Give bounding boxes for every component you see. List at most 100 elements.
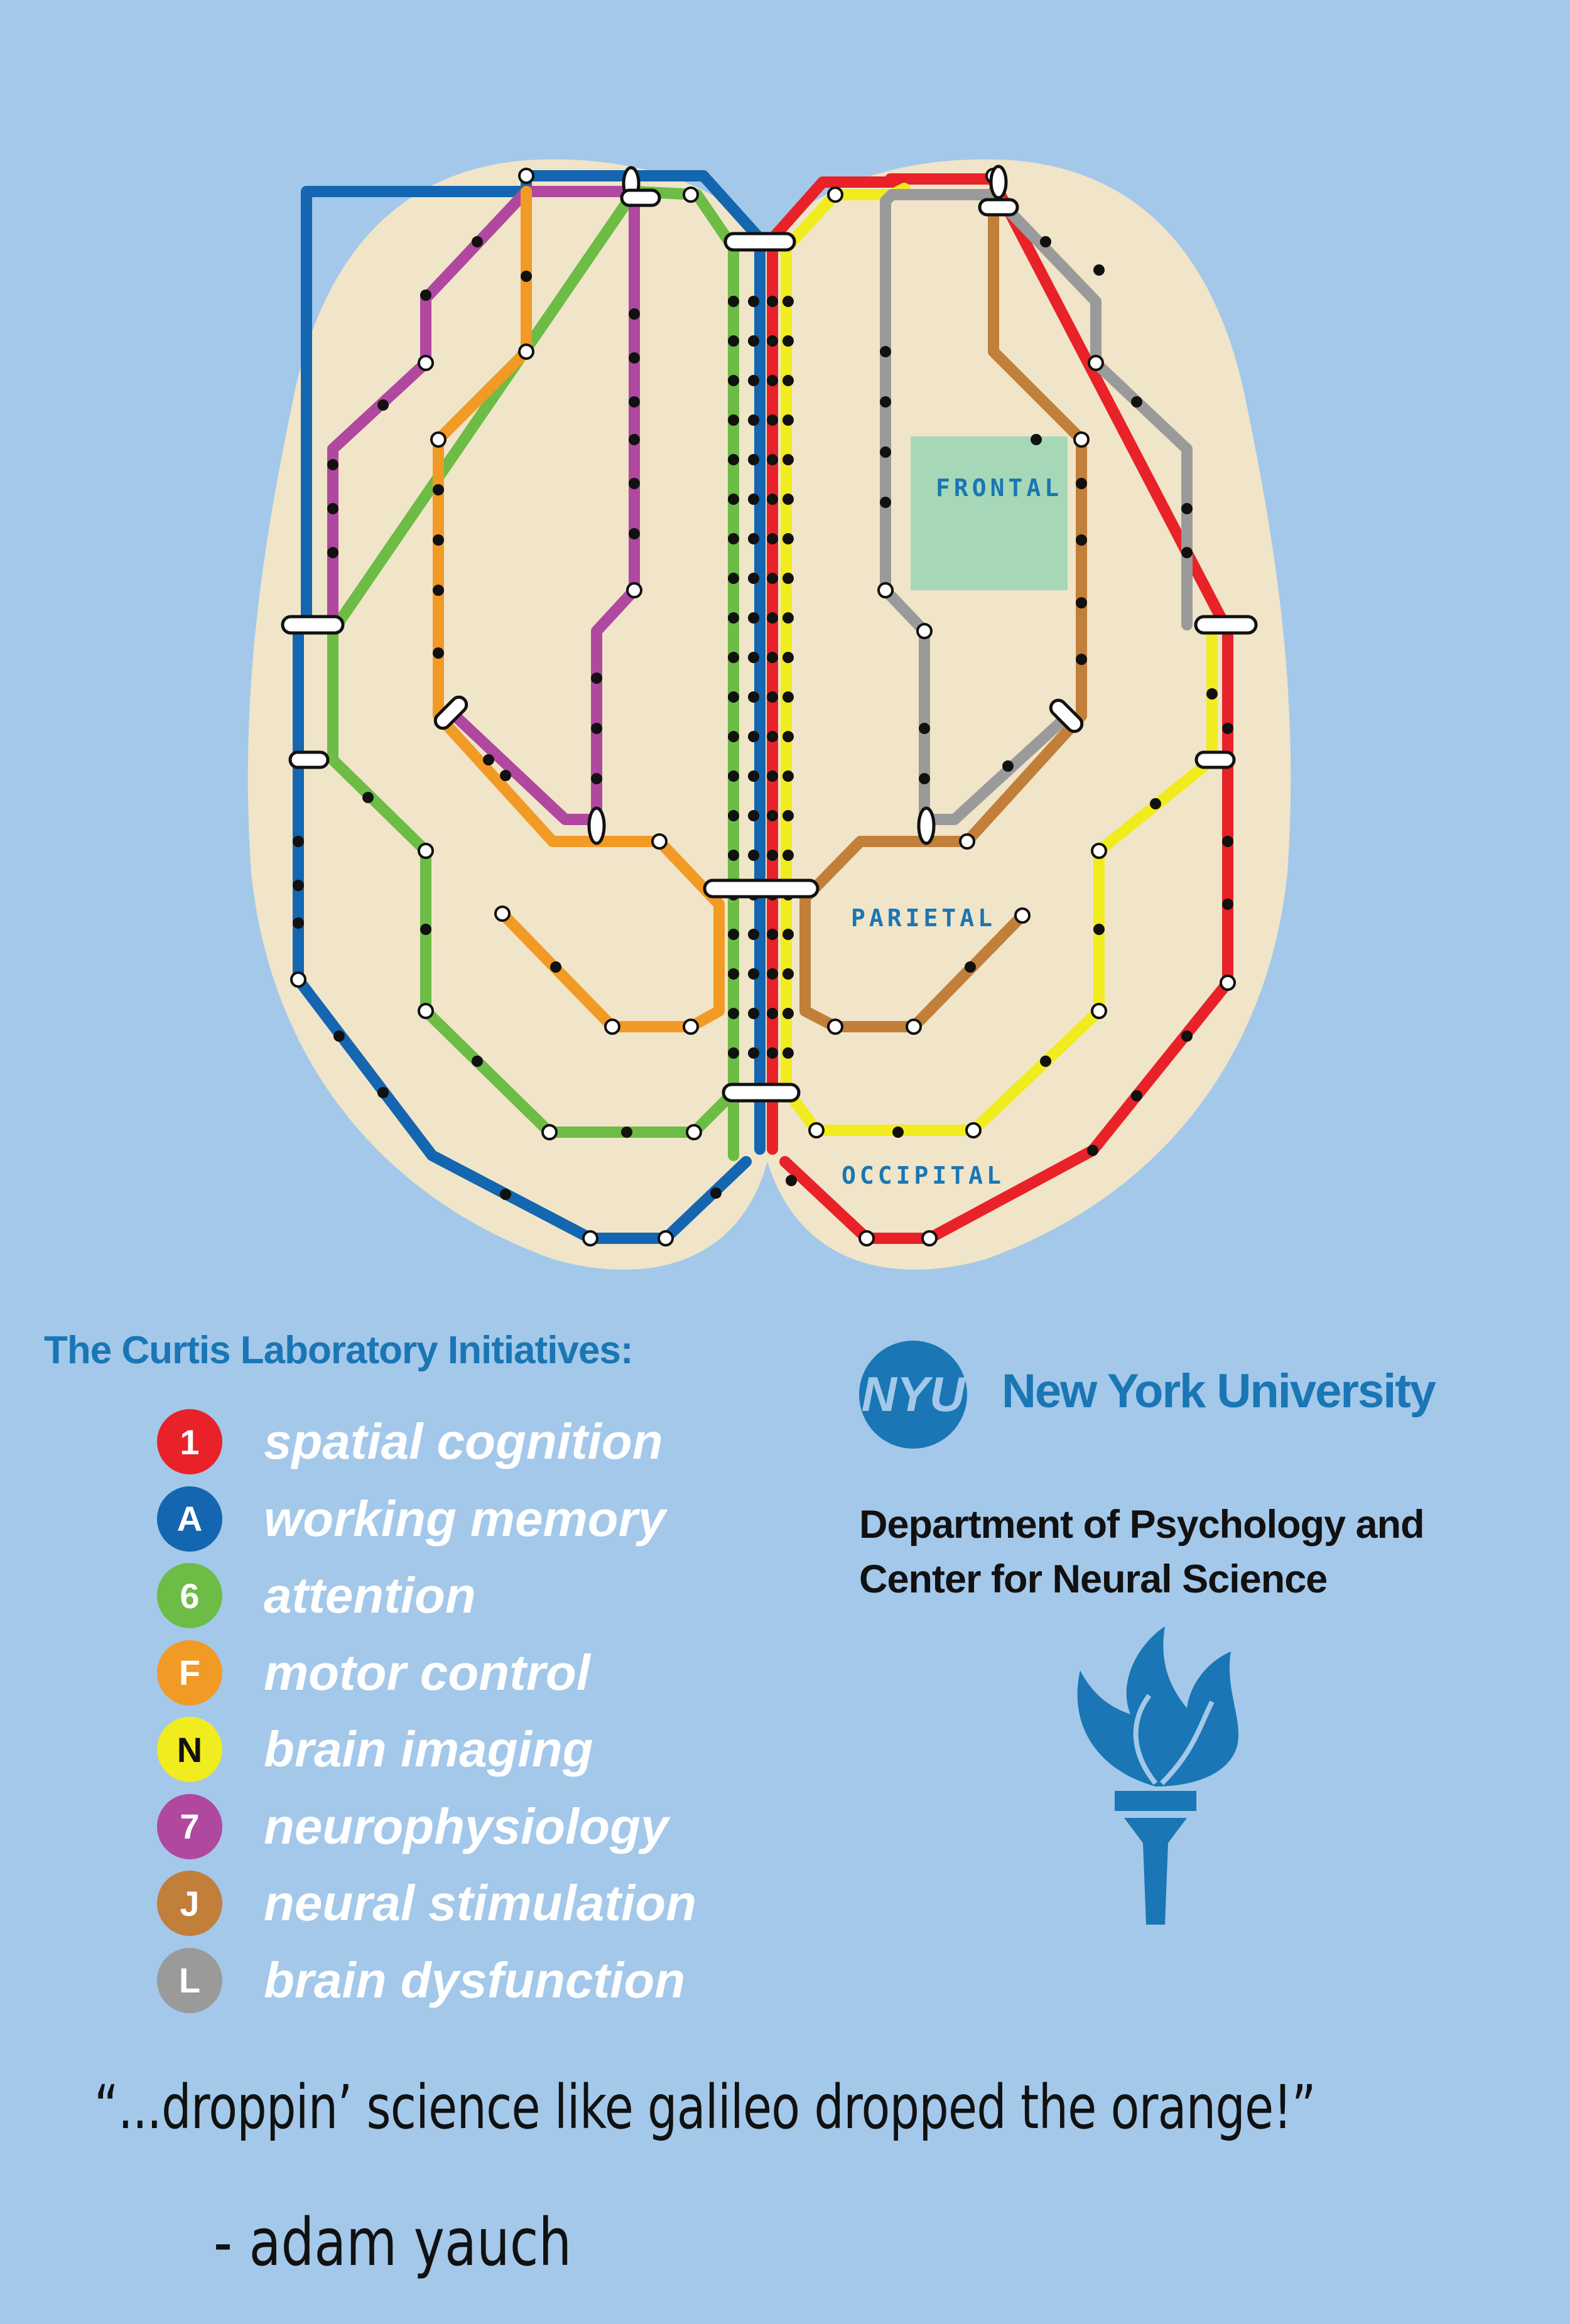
legend-label: neurophysiology [264,1798,669,1854]
terminal-station [518,343,534,360]
line-bullet-7: 7 [157,1793,222,1859]
station-dot [767,612,778,624]
station-dot [1087,1145,1098,1156]
parietal-label: PARIETAL [851,904,996,932]
transfer-connector [989,165,1008,200]
station-dot [767,414,778,426]
station-dot [782,1047,794,1059]
terminal-station [1088,355,1104,371]
station-dot [728,810,739,821]
station-dot [591,773,602,784]
station-dot [293,917,304,929]
station-dot [500,1189,511,1200]
station-dot [965,961,976,973]
station-dot [767,652,778,663]
station-dot [728,929,739,940]
station-dot [748,1008,759,1019]
station-dot [782,533,794,544]
station-dot [1181,1030,1193,1042]
station-dot [1206,688,1218,700]
station-dot [621,1127,632,1138]
line-bullet-l: L [157,1947,222,2013]
terminal-station [1073,431,1090,448]
station-dot [728,454,739,465]
terminal-station [683,1019,699,1035]
station-dot [472,236,483,247]
station-dot [728,691,739,703]
terminal-station [683,186,699,203]
brain-subway-map: FRONTAL PARIETAL OCCIPITAL [247,159,1291,1270]
station-dot [1002,760,1014,772]
station-dot [880,396,891,408]
transfer-connector [917,806,936,845]
station-dot [629,478,640,489]
station-dot [782,612,794,624]
terminal-station [418,1003,434,1019]
quote-text: “...droppin’ science like galileo droppe… [94,2072,1316,2143]
station-dot [1222,723,1233,734]
transfer-connector [978,198,1019,217]
station-dot [782,1008,794,1019]
nyu-logo: NYU [859,1341,967,1449]
terminal-station [626,582,642,598]
station-dot [748,652,759,663]
station-dot [748,375,759,386]
station-dot [293,836,304,847]
station-dot [1093,264,1105,276]
line-bullet-j: J [157,1871,222,1937]
station-dot [362,792,374,803]
station-dot [728,770,739,782]
station-dot [1040,236,1051,247]
transfer-connector [723,232,796,252]
station-dot [1076,478,1087,489]
terminal-station [959,833,975,850]
station-dot [748,414,759,426]
station-dot [629,528,640,539]
station-dot [433,534,444,546]
station-dot [919,723,930,734]
terminal-station [494,905,511,922]
terminal-station [541,1124,558,1140]
frontal-label: FRONTAL [936,474,1063,502]
station-dot [782,454,794,465]
terminal-station [921,1230,938,1246]
station-dot [748,573,759,584]
station-dot [591,673,602,684]
station-dot [748,850,759,861]
station-dot [728,1047,739,1059]
station-dot [629,308,640,320]
station-dot [1181,503,1193,514]
terminal-station [827,1019,843,1035]
svg-text:NYU: NYU [862,1366,966,1422]
station-dot [767,494,778,505]
station-dot [728,296,739,307]
occipital-label: OCCIPITAL [842,1162,1005,1189]
legend-label: spatial cognition [264,1413,663,1470]
line-bullet-6: 6 [157,1563,222,1629]
station-dot [1031,434,1042,445]
legend-label: motor control [264,1644,590,1700]
station-dot [782,731,794,742]
department-name: Department of Psychology and Center for … [859,1503,1425,1601]
transfer-connector [587,806,606,845]
station-dot [880,346,891,357]
station-dot [782,335,794,347]
transfer-connector [433,695,468,730]
legend-label: brain imaging [264,1721,593,1778]
station-dot [748,691,759,703]
route-line-j [799,186,1087,1032]
station-dot [767,810,778,821]
station-dot [1181,547,1193,558]
station-dot [710,1187,722,1199]
station-dot [521,271,532,282]
station-dot [748,494,759,505]
station-dot [767,968,778,980]
station-dot [880,497,891,508]
station-dot [782,691,794,703]
station-dot [377,1087,389,1098]
route-line-6 [327,186,739,1161]
